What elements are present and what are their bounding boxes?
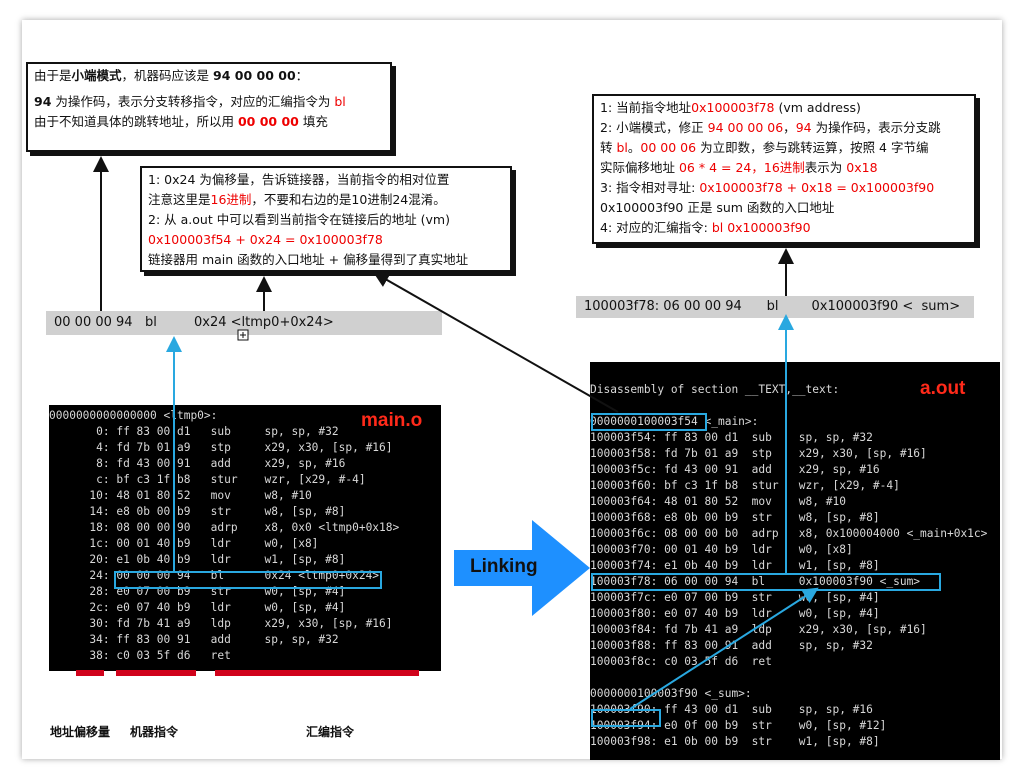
note-little-endian: 由于是小端模式，机器码应该是 94 00 00 00： 94 为操作码，表示分支… — [26, 62, 392, 152]
disasm-line: 14: e8 0b 00 b9 str w8, [sp, #8] — [49, 505, 346, 518]
disasm-line: 0: ff 83 00 d1 sub sp, sp, #32 — [49, 425, 339, 438]
disasm-line: 100003f8c: c0 03 5f d6 ret — [590, 655, 772, 668]
note-line: 注意这里是16进制，不要和右边的是10进制24混淆。 — [148, 192, 446, 207]
disasm-line: 38: c0 03 5f d6 ret — [49, 649, 231, 662]
disasm-line: 100003f5c: fd 43 00 91 add x29, sp, #16 — [590, 463, 880, 476]
disasm-line: 2c: e0 07 40 b9 ldr w0, [sp, #4] — [49, 601, 346, 614]
linking-label: Linking — [470, 556, 538, 577]
note-line: 0x100003f54 + 0x24 = 0x100003f78 — [148, 232, 383, 247]
main-o-bl-highlight — [114, 571, 382, 589]
disasm-line: 20: e1 0b 40 b9 ldr w1, [sp, #8] — [49, 553, 346, 566]
note-resolve: 1: 当前指令地址0x100003f78 (vm address) 2: 小端模… — [592, 94, 976, 244]
label-asm-instruction: 汇编指令 — [306, 725, 355, 739]
note-line: 由于不知道具体的跳转地址，所以用 00 00 00 填充 — [34, 114, 328, 129]
note-line: 1: 0x24 为偏移量，告诉链接器，当前指令的相对位置 — [148, 172, 450, 187]
label-address-offset: 地址偏移量 — [50, 725, 111, 739]
bar-main-o-instruction: 00 00 00 94 bl 0x24 <ltmp0+0x24> — [46, 311, 442, 335]
disasm-line: 100003f54: ff 83 00 d1 sub sp, sp, #32 — [590, 431, 873, 444]
disasm-line: c: bf c3 1f b8 stur wzr, [x29, #-4] — [49, 473, 366, 486]
offset-column-bar — [76, 670, 104, 676]
asm-column-bar — [215, 670, 419, 676]
note-line: 0x100003f90 正是 sum 函数的入口地址 — [600, 200, 835, 215]
note-line: 1: 当前指令地址0x100003f78 (vm address) — [600, 100, 861, 115]
note-line: 由于是小端模式，机器码应该是 94 00 00 00： — [34, 68, 309, 83]
linking-arrow-icon — [454, 520, 590, 616]
disasm-line: 0000000000000000 <ltmp0>: — [49, 409, 218, 422]
disasm-line: 100003f68: e8 0b 00 b9 str w8, [sp, #8] — [590, 511, 880, 524]
disasm-line: 100003f58: fd 7b 01 a9 stp x29, x30, [sp… — [590, 447, 927, 460]
disasm-line: 30: fd 7b 41 a9 ldp x29, x30, [sp, #16] — [49, 617, 393, 630]
disasm-line: 34: ff 83 00 91 add sp, sp, #32 — [49, 633, 339, 646]
disasm-line: 100003f88: ff 83 00 91 add sp, sp, #32 — [590, 639, 873, 652]
note-offset: 1: 0x24 为偏移量，告诉链接器，当前指令的相对位置 注意这里是16进制，不… — [140, 166, 512, 272]
note-line: 链接器用 main 函数的入口地址 + 偏移量得到了真实地址 — [148, 252, 469, 267]
disasm-line: 100003f78: 06 00 00 94 bl 0x100003f90 <_… — [590, 575, 921, 588]
note-line: 4: 对应的汇编指令: bl 0x100003f90 — [600, 220, 811, 235]
disasm-line: 100003f70: 00 01 40 b9 ldr w0, [x8] — [590, 543, 853, 556]
disasm-line — [590, 670, 1000, 686]
note-line: 转 bl。00 00 06 为立即数，参与跳转运算，按照 4 字节编 — [600, 140, 929, 155]
note-line: 2: 小端模式，修正 94 00 00 06，94 为操作码，表示分支跳 — [600, 120, 941, 135]
machine-column-bar — [116, 670, 196, 676]
bar-a-out-instruction: 100003f78: 06 00 00 94 bl 0x100003f90 < … — [576, 296, 974, 318]
disasm-line: 8: fd 43 00 91 add x29, sp, #16 — [49, 457, 346, 470]
a-out-main-addr-highlight — [591, 413, 707, 431]
disasm-line: 100003f98: e1 0b 00 b9 str w1, [sp, #8] — [590, 735, 880, 748]
disasm-line: 100003f74: e1 0b 40 b9 ldr w1, [sp, #8] — [590, 559, 880, 572]
disasm-line: 1c: 00 01 40 b9 ldr w0, [x8] — [49, 537, 319, 550]
disasm-line: 18: 08 00 00 90 adrp x8, 0x0 <ltmp0+0x18… — [49, 521, 400, 534]
disasm-line: 100003f60: bf c3 1f b8 stur wzr, [x29, #… — [590, 479, 900, 492]
note-line: 94 为操作码，表示分支转移指令，对应的汇编指令为 bl — [34, 94, 346, 109]
disasm-line — [590, 398, 1000, 414]
disasm-line: 100003f80: e0 07 40 b9 ldr w0, [sp, #4] — [590, 607, 880, 620]
a-out-bl-highlight — [591, 573, 941, 591]
disasm-line: 100003f84: fd 7b 41 a9 ldp x29, x30, [sp… — [590, 623, 927, 636]
disasm-line: 10: 48 01 80 52 mov w8, #10 — [49, 489, 312, 502]
disasm-line: 100003f7c: e0 07 00 b9 str w0, [sp, #4] — [590, 591, 880, 604]
a-out-sum-addr-highlight — [591, 709, 661, 727]
note-line: 3: 指令相对寻址: 0x100003f78 + 0x18 = 0x100003… — [600, 180, 935, 195]
label-machine-instruction: 机器指令 — [130, 725, 179, 739]
disasm-line: 0000000100003f54 <_main>: — [590, 415, 759, 428]
disasm-line: 4: fd 7b 01 a9 stp x29, x30, [sp, #16] — [49, 441, 393, 454]
a-out-title: a.out — [920, 378, 966, 399]
note-line: 实际偏移地址 06 * 4 = 24，16进制表示为 0x18 — [600, 160, 878, 175]
main-o-title: main.o — [361, 410, 423, 431]
disasm-line: 100003f64: 48 01 80 52 mov w8, #10 — [590, 495, 846, 508]
disasm-line: 0000000100003f90 <_sum>: — [590, 687, 752, 700]
note-line: 2: 从 a.out 中可以看到当前指令在链接后的地址 (vm) — [148, 212, 450, 227]
disasm-line: 100003f6c: 08 00 00 b0 adrp x8, 0x100004… — [590, 527, 988, 540]
main-o-terminal: 0000000000000000 <ltmp0>: 0: ff 83 00 d1… — [49, 405, 441, 671]
